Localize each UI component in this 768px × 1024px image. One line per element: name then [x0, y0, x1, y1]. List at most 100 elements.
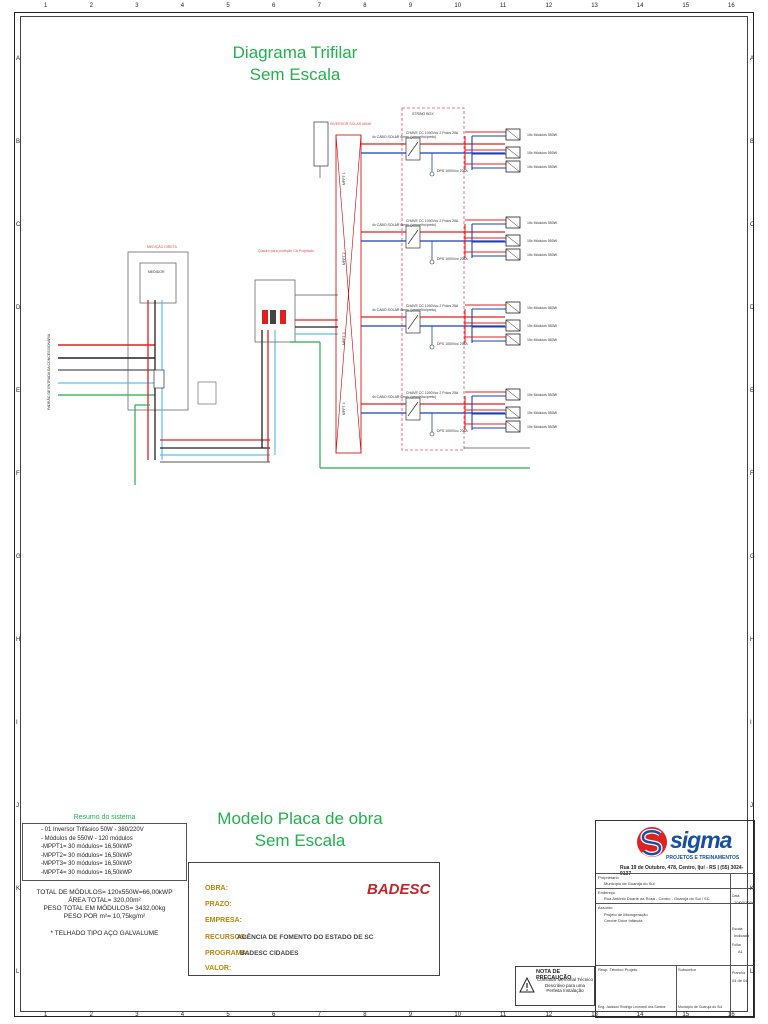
row-letter: C	[750, 222, 755, 228]
mppt-label-3: MPPT 3	[342, 332, 346, 345]
row-letter: I	[750, 720, 752, 726]
row-letter: E	[16, 388, 21, 394]
pv-module-diag	[505, 234, 521, 247]
column-number: 14	[636, 3, 644, 9]
medidor-box	[139, 262, 177, 304]
cabo-pv-label: 4x CABO SOLAR 6mm² (vermelho/preto)	[372, 135, 436, 139]
row-letter: F	[16, 471, 20, 477]
pv-module-diag	[505, 420, 521, 433]
modules-label: 15x Módulos 550W	[527, 338, 558, 342]
summary-line: -MPPT2= 30 módulos= 16,50kWP	[41, 852, 133, 859]
column-number: 2	[89, 3, 93, 9]
modules-label: 15x Módulos 550W	[527, 253, 558, 257]
nota-text: Consultar Memorial Técnico Descritivo pa…	[537, 977, 593, 993]
placa-obra-label: OBRA:	[205, 885, 228, 892]
pv-module-diag	[505, 319, 521, 332]
pv-module-diag	[505, 333, 521, 346]
entrada-label: PADRÃO DE ENTRADA DA CONCESSIONÁRIA	[46, 333, 51, 410]
string-box-label: STRING BOX	[412, 112, 434, 116]
column-number: 8	[363, 3, 367, 9]
modules-label: 15x Módulos 550W	[527, 133, 558, 137]
column-number: 16	[728, 3, 735, 9]
column-number: 15	[682, 3, 690, 9]
row-letter: E	[750, 388, 755, 394]
diagram-title: Diagrama Trifilar Sem Escala	[210, 42, 380, 86]
pv-module-diag	[505, 406, 521, 419]
inverter-box	[335, 134, 362, 454]
sigma-logo-icon	[637, 827, 667, 857]
placa-title-line1: Modelo Placa de obra	[217, 809, 383, 828]
sigma-tagline: PROJETOS E TREINAMENTOS	[666, 855, 740, 861]
assunto-line2: Creche Doce Infância	[604, 918, 643, 923]
quadro-ca-box	[254, 279, 296, 343]
escala-label: Escala	[732, 927, 743, 931]
column-number: 1	[44, 1012, 48, 1018]
summary-line: - 01 Inversor Trifásico 50W - 380/220V	[41, 827, 144, 833]
column-number: 3	[135, 1012, 139, 1018]
row-letter: A	[750, 56, 755, 62]
column-number: 2	[89, 1012, 93, 1018]
summary-total: TOTAL DE MÓDULOS= 120x550W=66,00kWP	[36, 889, 173, 896]
column-number: 4	[180, 3, 185, 9]
cabo-pv-label: 4x CABO SOLAR 6mm² (vermelho/preto)	[372, 395, 436, 399]
data-value: 20/03/2024	[734, 900, 755, 905]
string-box	[401, 107, 465, 451]
medicao-box	[127, 251, 189, 411]
folha-value: A1	[738, 949, 743, 954]
modules-label: 15x Módulos 550W	[527, 306, 558, 310]
dps-cc-label: DPS 1000Vcc 20kA	[437, 257, 468, 261]
column-number: 13	[591, 3, 598, 9]
medidor-label: MEDIDOR	[148, 270, 165, 274]
pv-module-diag	[505, 128, 521, 141]
summary-line: - Módulos de 550W - 120 módulos	[41, 835, 133, 842]
modules-label: 15x Módulos 550W	[527, 239, 558, 243]
proprietario-label: Proprietário	[598, 875, 619, 880]
modules-label: 15x Módulos 550W	[527, 151, 558, 155]
chave-cc-blade	[407, 141, 419, 157]
placa-title: Modelo Placa de obra Sem Escala	[215, 808, 385, 852]
assunto-label: Assunto	[598, 905, 613, 910]
chave-cc-blade	[407, 314, 419, 330]
column-number: 9	[408, 3, 413, 9]
column-number: 1	[44, 3, 48, 9]
row-letter: I	[16, 720, 18, 726]
row-letter: H	[16, 637, 21, 643]
modules-label: 15x Módulos 550W	[527, 393, 558, 397]
column-number: 12	[545, 1012, 553, 1018]
modules-label: 15x Módulos 550W	[527, 221, 558, 225]
pv-module-diag	[505, 248, 521, 261]
row-letter: G	[16, 554, 21, 560]
row-letter: K	[16, 886, 21, 892]
placa-valor-label: VALOR:	[205, 965, 232, 972]
badesc-logo: BADESC	[367, 881, 431, 898]
modules-label: 15x Módulos 550W	[527, 165, 558, 169]
row-letter: C	[16, 222, 21, 228]
diagram-title-line1: Diagrama Trifilar	[232, 43, 358, 62]
column-number: 10	[454, 1012, 462, 1018]
chave-cc-label: CHAVE CC 1000Vcc 2 Polos 25A	[406, 391, 459, 395]
title-block: sigma PROJETOS E TREINAMENTOS Rua 19 de …	[595, 820, 755, 1018]
warning-icon	[519, 977, 535, 993]
modules-label: 15x Módulos 550W	[527, 425, 558, 429]
mppt-label-4: MPPT 4	[342, 402, 346, 415]
row-letter: L	[16, 969, 20, 975]
pv-module-diag	[505, 160, 521, 173]
chave-cc-blade	[407, 229, 419, 245]
column-number: 11	[500, 3, 507, 9]
endereco-label: Endereço	[598, 890, 616, 895]
row-letter: B	[16, 139, 21, 145]
row-letter: G	[750, 554, 755, 560]
quadro-ca-label: Quadro para proteção CA Projetado	[258, 249, 314, 253]
summary-totals: TOTAL DE MÓDULOS= 120x550W=66,00kWP ÁREA…	[22, 889, 187, 921]
endereco-value: Rua Antônio Duarte da Rosa - Centro - Gu…	[604, 896, 710, 901]
column-number: 12	[545, 3, 553, 9]
dps-cc-label: DPS 1000Vcc 20kA	[437, 169, 468, 173]
summary-line: -MPPT1= 30 módulos= 16,50kWP	[41, 844, 133, 850]
proprietario-value: Município de Guarujá do Sul	[604, 881, 655, 886]
column-number: 6	[272, 1012, 276, 1018]
nota-precaucao: NOTA DE PRECAUÇÃO Consultar Memorial Téc…	[515, 966, 595, 1006]
pv-module-diag	[505, 146, 521, 159]
resp-label: Resp. Técnico Projeto	[598, 967, 638, 972]
column-number: 7	[317, 1012, 321, 1018]
drawing-frame	[14, 12, 754, 1017]
